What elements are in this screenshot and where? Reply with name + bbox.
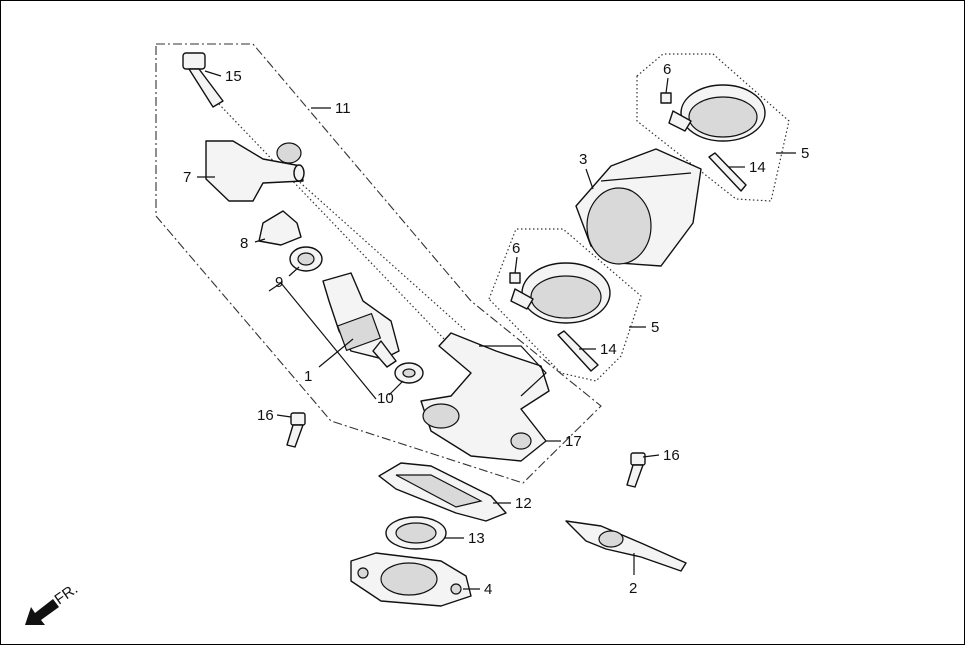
screw-14-upper[interactable] <box>708 152 747 192</box>
gasket-2[interactable] <box>565 520 687 572</box>
leader-1 <box>318 338 354 368</box>
leader-6a <box>665 77 669 94</box>
leader-6b <box>514 256 518 274</box>
callout-9: 9 <box>275 274 283 291</box>
callout-16-right: 16 <box>663 447 680 464</box>
o-ring-9-hole <box>297 252 315 266</box>
callout-8: 8 <box>240 235 248 252</box>
callout-1: 1 <box>304 368 312 385</box>
callout-14-lower: 14 <box>600 341 617 358</box>
callout-13: 13 <box>468 530 485 547</box>
callout-6-upper: 6 <box>663 61 671 78</box>
clamp-5-upper[interactable] <box>668 84 766 142</box>
front-arrow-icon <box>25 599 59 625</box>
group-5-lower-boundary <box>488 228 642 382</box>
bolt-16-right[interactable] <box>626 452 646 488</box>
nut-6-lower[interactable] <box>509 272 521 284</box>
hose-fitting-7[interactable] <box>205 140 305 202</box>
clip-8[interactable] <box>258 210 302 246</box>
clamp-5-lower[interactable] <box>510 262 611 324</box>
bolt-15[interactable] <box>182 52 224 108</box>
leader-16a <box>276 414 292 418</box>
leader-9 <box>288 266 300 277</box>
nut-6-upper[interactable] <box>660 92 672 104</box>
leader-15 <box>204 70 222 77</box>
injector-1[interactable] <box>322 272 400 368</box>
callout-15: 15 <box>225 68 242 85</box>
callout-14-upper: 14 <box>749 159 766 176</box>
callout-7: 7 <box>183 169 191 186</box>
ring-13-hole <box>395 522 437 544</box>
alignment-line-b <box>275 160 467 332</box>
alignment-line-a <box>215 100 447 342</box>
callout-2: 2 <box>629 580 637 597</box>
callout-5-upper: 5 <box>801 145 809 162</box>
callout-4: 4 <box>484 581 492 598</box>
leader-10 <box>388 380 404 396</box>
intake-manifold-17[interactable] <box>420 332 550 462</box>
group-11-boundary <box>155 43 602 484</box>
callout-16-left: 16 <box>257 407 274 424</box>
leader-3 <box>585 168 594 190</box>
leader-8 <box>254 238 266 243</box>
callout-10: 10 <box>377 390 394 407</box>
o-ring-10-hole <box>402 368 416 378</box>
bracket-9-1-10 <box>268 282 377 400</box>
bolt-16-left[interactable] <box>286 412 306 448</box>
insulator-4[interactable] <box>350 552 472 607</box>
gasket-12-hole <box>395 474 483 508</box>
front-direction-indicator: FR. <box>25 580 81 625</box>
callout-5-lower: 5 <box>651 319 659 336</box>
screw-14-lower[interactable] <box>557 330 599 372</box>
callout-6-lower: 6 <box>512 240 520 257</box>
intake-boot-3[interactable] <box>575 148 702 267</box>
callout-17: 17 <box>565 433 582 450</box>
leader-16b <box>642 454 660 458</box>
callout-11: 11 <box>335 100 351 117</box>
callout-3: 3 <box>579 151 587 168</box>
callout-12: 12 <box>515 495 532 512</box>
